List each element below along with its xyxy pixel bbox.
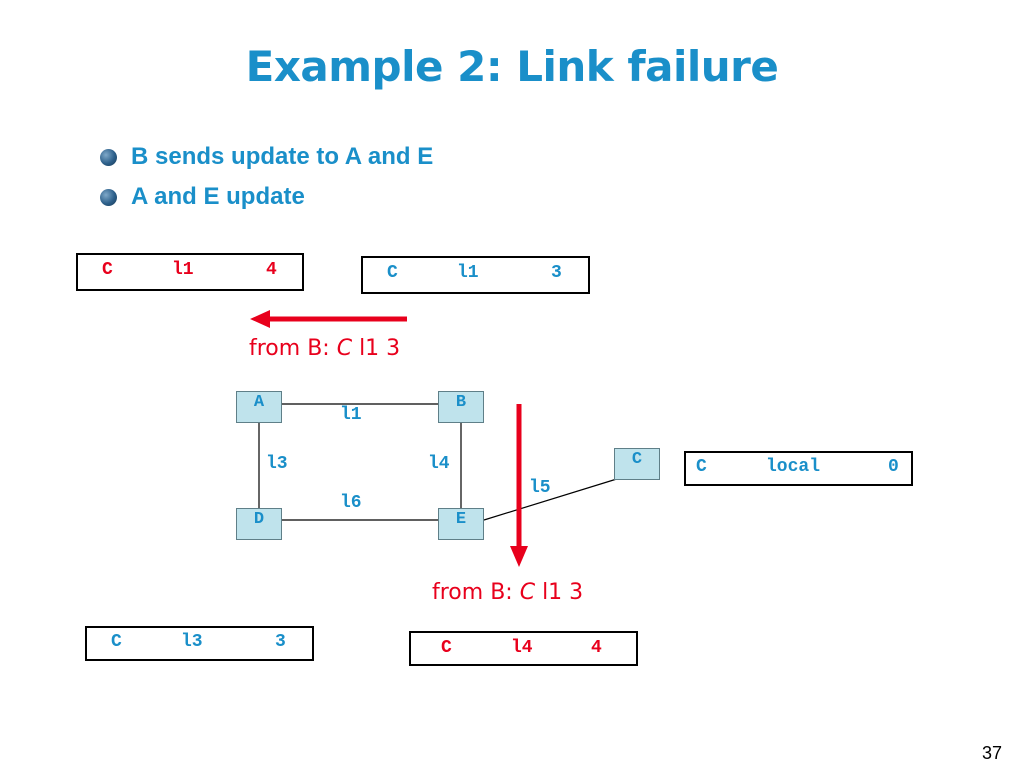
link-label-l1: l1 <box>340 405 362 425</box>
table-link: l1 <box>172 260 194 280</box>
node-d: D <box>236 508 282 540</box>
table-link: l3 <box>181 632 203 652</box>
node-b: B <box>438 391 484 423</box>
table-dest: C <box>387 263 398 283</box>
table-link: local <box>766 457 821 477</box>
link-label-l5: l5 <box>529 478 551 498</box>
node-e: E <box>438 508 484 540</box>
table-link: l1 <box>457 263 479 283</box>
arrowhead-down-icon <box>510 546 528 567</box>
message-prefix: from B: <box>249 336 337 361</box>
link-label-l6: l6 <box>340 493 362 513</box>
table-cost: 3 <box>551 263 562 283</box>
bullet-list: B sends update to A and E A and E update <box>100 137 433 217</box>
link-l5 <box>483 477 621 521</box>
table-cost: 0 <box>888 457 899 477</box>
link-label-l4: l4 <box>428 454 450 474</box>
message-dest: C <box>519 580 536 605</box>
message-rest: l1 3 <box>352 336 401 361</box>
table-dest: C <box>102 260 113 280</box>
routing-table-e: C l4 4 <box>409 631 638 666</box>
bullet-text: B sends update to A and E <box>131 143 434 170</box>
page-number: 37 <box>981 743 1002 763</box>
node-c: C <box>614 448 660 480</box>
update-message-to-e: from B: C l1 3 <box>432 580 583 605</box>
table-dest: C <box>111 632 122 652</box>
bullet-icon <box>100 148 117 166</box>
routing-table-c: C local 0 <box>684 451 913 486</box>
bullet-text: A and E update <box>131 183 305 210</box>
table-cost: 3 <box>275 632 286 652</box>
table-cost: 4 <box>591 638 602 658</box>
link-label-l3: l3 <box>266 454 288 474</box>
slide-title: Example 2: Link failure <box>245 42 779 91</box>
routing-table-d: C l3 3 <box>85 626 314 661</box>
bullet-icon <box>100 188 117 206</box>
bullet-item: A and E update <box>100 177 433 217</box>
arrowhead-left-icon <box>250 310 270 328</box>
table-dest: C <box>696 457 707 477</box>
table-dest: C <box>441 638 452 658</box>
update-message-to-a: from B: C l1 3 <box>249 336 400 361</box>
message-prefix: from B: <box>432 580 520 605</box>
bullet-item: B sends update to A and E <box>100 137 433 177</box>
routing-table-b: C l1 3 <box>361 256 590 294</box>
node-a: A <box>236 391 282 423</box>
message-rest: l1 3 <box>535 580 584 605</box>
table-link: l4 <box>511 638 533 658</box>
message-dest: C <box>336 336 353 361</box>
table-cost: 4 <box>266 260 277 280</box>
routing-table-a: C l1 4 <box>76 253 304 291</box>
